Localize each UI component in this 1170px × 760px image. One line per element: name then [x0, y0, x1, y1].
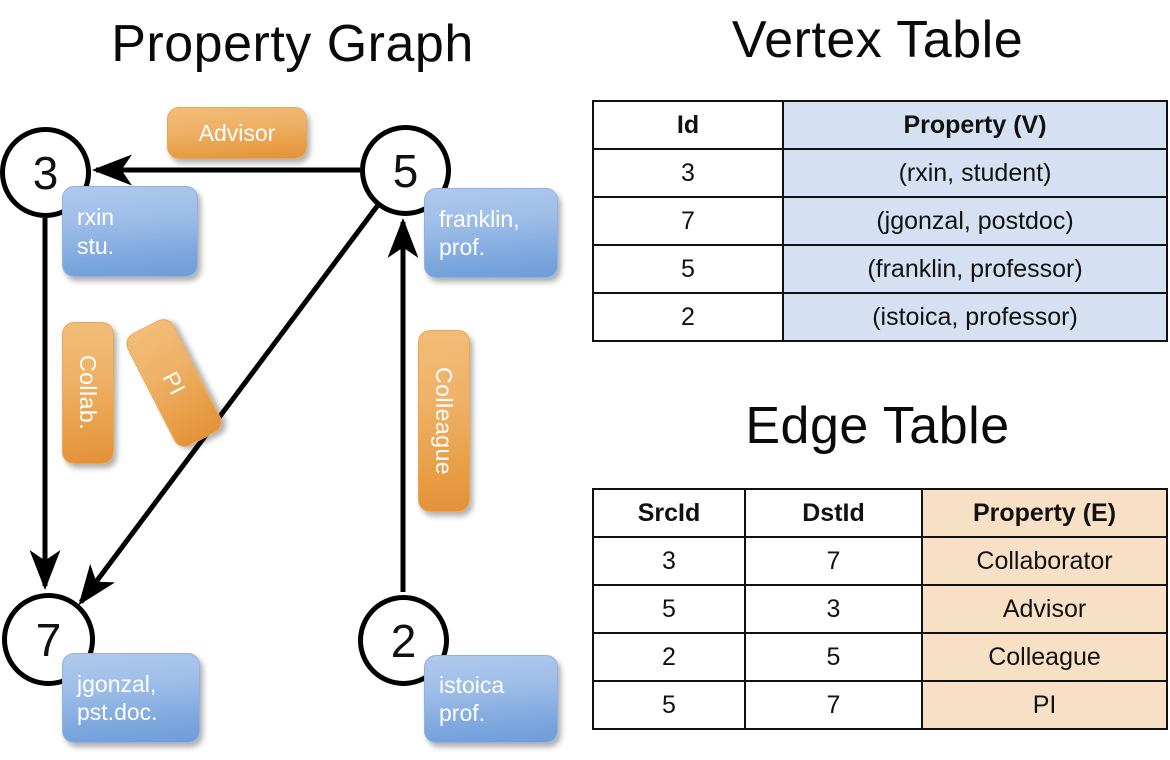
chip-pi-label: PI: [157, 366, 191, 400]
edge-cell-property: Collaborator: [921, 536, 1168, 586]
page-title-edge-table: Edge Table: [745, 397, 1010, 455]
edge-cell-srcid: 2: [592, 632, 746, 682]
vertex-table-header-id: Id: [592, 100, 784, 150]
edge-cell-property: Colleague: [921, 632, 1168, 682]
graph-node-2-label: 2: [390, 614, 417, 667]
edge-property-chip-colleague[interactable]: Colleague: [418, 330, 470, 512]
vertex-cell-property: (rxin, student): [782, 148, 1168, 198]
table-row[interactable]: 3 7 Collaborator: [592, 536, 1168, 586]
edge-table-header-srcid: SrcId: [592, 488, 746, 538]
edge-cell-dstid: 5: [744, 632, 923, 682]
edge-table-header-row: SrcId DstId Property (E): [592, 488, 1168, 538]
edge-property-chip-advisor[interactable]: Advisor: [167, 107, 307, 159]
vertex-property-chip-rxin[interactable]: rxin stu.: [62, 186, 198, 277]
table-row[interactable]: 3 (rxin, student): [592, 148, 1168, 198]
edge-property-chip-collab[interactable]: Collab.: [62, 322, 114, 464]
vertex-cell-property: (istoica, professor): [782, 292, 1168, 342]
chip-rxin-line2: stu.: [77, 232, 115, 259]
graph-node-2[interactable]: 2: [358, 595, 449, 686]
edge-table-header-dstid: DstId: [744, 488, 923, 538]
vertex-table: Id Property (V) 3 (rxin, student) 7 (jgo…: [592, 100, 1168, 342]
vertex-property-chip-istoica[interactable]: istoica prof.: [424, 655, 558, 743]
chip-jgonzal-line2: pst.doc.: [77, 699, 158, 725]
graph-node-7-label: 7: [35, 613, 62, 666]
edge-cell-dstid: 7: [744, 536, 923, 586]
vertex-table-header-property: Property (V): [782, 100, 1168, 150]
edge-table: SrcId DstId Property (E) 3 7 Collaborato…: [592, 488, 1168, 730]
edge-table-header-property: Property (E): [921, 488, 1168, 538]
vertex-table-header-row: Id Property (V): [592, 100, 1168, 150]
chip-franklin-line2: prof.: [439, 234, 486, 260]
chip-colleague-label: Colleague: [431, 366, 458, 476]
vertex-cell-id: 3: [592, 148, 784, 198]
edge-cell-dstid: 7: [744, 680, 923, 730]
table-row[interactable]: 5 7 PI: [592, 680, 1168, 730]
edge-cell-srcid: 5: [592, 680, 746, 730]
vertex-cell-property: (jgonzal, postdoc): [782, 196, 1168, 246]
chip-rxin-line1: rxin: [77, 204, 115, 231]
vertex-property-chip-jgonzal[interactable]: jgonzal, pst.doc.: [62, 653, 200, 743]
chip-istoica-line1: istoica: [439, 671, 505, 698]
table-row[interactable]: 7 (jgonzal, postdoc): [592, 196, 1168, 246]
vertex-cell-id: 2: [592, 292, 784, 342]
table-row[interactable]: 5 3 Advisor: [592, 584, 1168, 634]
chip-collab-label: Collab.: [75, 355, 102, 431]
page-title-property-graph: Property Graph: [111, 15, 474, 73]
page-title-vertex-table: Vertex Table: [731, 11, 1024, 69]
chip-advisor-label: Advisor: [198, 119, 276, 146]
graph-node-5[interactable]: 5: [360, 125, 451, 216]
edge-cell-property: PI: [921, 680, 1168, 730]
vertex-cell-property: (franklin, professor): [782, 244, 1168, 294]
chip-franklin-line1: franklin,: [439, 205, 520, 232]
vertex-cell-id: 5: [592, 244, 784, 294]
table-row[interactable]: 2 5 Colleague: [592, 632, 1168, 682]
edge-pi-5-to-7: [78, 203, 381, 606]
edge-cell-property: Advisor: [921, 584, 1168, 634]
vertex-cell-id: 7: [592, 196, 784, 246]
property-graph-diagram: 3 5 7 2 rxin stu. franklin, prof. jgonza…: [0, 107, 558, 743]
chip-istoica-line2: prof.: [439, 700, 486, 726]
table-row[interactable]: 2 (istoica, professor): [592, 292, 1168, 342]
graph-node-5-label: 5: [392, 144, 419, 197]
graph-edges-svg: [29, 154, 419, 606]
edge-cell-dstid: 3: [744, 584, 923, 634]
graph-node-3-label: 3: [32, 146, 59, 199]
chip-jgonzal-line1: jgonzal,: [77, 670, 157, 697]
table-row[interactable]: 5 (franklin, professor): [592, 244, 1168, 294]
edge-cell-srcid: 5: [592, 584, 746, 634]
edge-cell-srcid: 3: [592, 536, 746, 586]
vertex-property-chip-franklin[interactable]: franklin, prof.: [424, 188, 558, 278]
